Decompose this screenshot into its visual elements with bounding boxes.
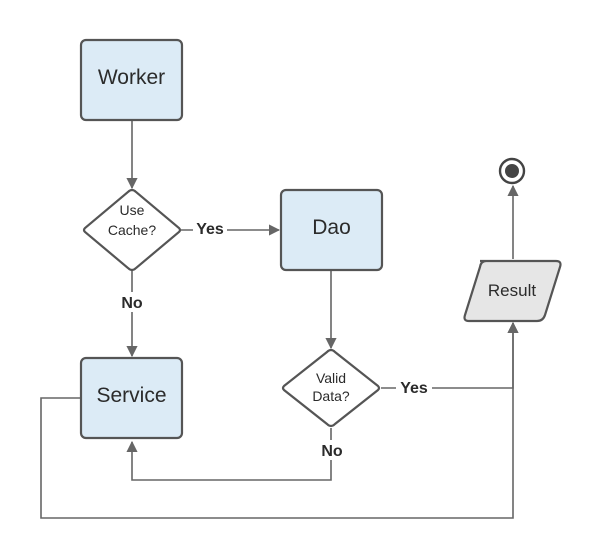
- node-worker-label: Worker: [98, 66, 165, 89]
- edge-label-valid-no: No: [321, 443, 343, 460]
- node-result-label: Result: [488, 281, 536, 300]
- node-valid-data-line1: Valid: [316, 370, 346, 386]
- node-service[interactable]: Service: [79, 356, 184, 440]
- edge-label-cache-no: No: [121, 295, 143, 312]
- node-worker[interactable]: Worker: [79, 38, 184, 122]
- node-use-cache-line1: Use: [120, 202, 145, 218]
- node-dao-label: Dao: [312, 216, 351, 239]
- node-valid-data-line2: Data?: [312, 388, 350, 404]
- edge-label-cache-yes: Yes: [196, 221, 224, 238]
- node-use-cache-line2: Cache?: [108, 222, 156, 238]
- node-valid-data[interactable]: Valid Data?: [281, 348, 381, 428]
- node-use-cache[interactable]: Use Cache?: [82, 188, 182, 272]
- edge-service-to-result: [40, 321, 519, 519]
- node-result[interactable]: Result: [463, 259, 562, 323]
- node-dao[interactable]: Dao: [279, 188, 384, 272]
- end-state-icon: [498, 157, 526, 185]
- node-service-label: Service: [96, 384, 166, 407]
- edge-label-valid-yes: Yes: [400, 380, 428, 397]
